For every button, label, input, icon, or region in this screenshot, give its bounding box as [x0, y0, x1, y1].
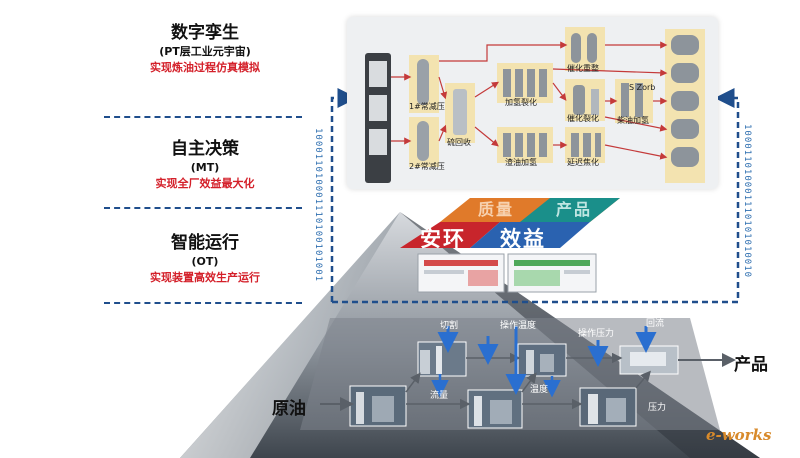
band-label-safety: 安环	[420, 227, 466, 251]
label-flow: 流量	[430, 391, 449, 401]
band-benefit	[470, 222, 590, 248]
label-reflux: 回流	[646, 319, 665, 329]
band-label-quality: 质量	[478, 200, 515, 219]
divider-line	[104, 302, 302, 304]
layer-smart-operation: 智能运行 (OT) 实现装置高效生产运行	[100, 232, 310, 286]
unit-label: 催化重整	[567, 64, 599, 73]
layer-goal: 实现全厂效益最大化	[155, 177, 255, 190]
divider-line	[104, 116, 302, 118]
label-cut: 切割	[440, 321, 459, 331]
label-op-temp: 操作温度	[500, 321, 537, 331]
unit-label: 2#常减压	[409, 162, 445, 171]
process-flow-panel: 1#常减压 2#常减压 加氢裂化 渣油加氢 催化重整 催化裂化 柴油加氢 延迟焦…	[347, 17, 718, 189]
flow-sheet	[365, 27, 705, 183]
binary-stream-right: 100011010001110101010010	[742, 124, 752, 279]
unit-label: 加氢裂化	[505, 98, 537, 107]
divider-line	[104, 207, 302, 209]
layer-subtitle: (PT层工业元宇宙)	[159, 45, 251, 58]
band-safety	[400, 222, 500, 248]
crude-oil-label: 原油	[272, 399, 306, 419]
layer-subtitle: (OT)	[191, 255, 219, 268]
layer-goal: 实现炼油过程仿真模拟	[150, 61, 260, 74]
unit-label: 延迟焦化	[567, 158, 599, 167]
band-product	[520, 198, 620, 222]
unit-label: S Zorb	[629, 83, 656, 92]
unit-label: 渣油加氢	[505, 158, 537, 167]
label-op-pressure: 操作压力	[578, 329, 615, 339]
binary-stream-left: 100011010001110100101001	[313, 128, 323, 283]
band-label-product: 产品	[556, 200, 593, 219]
unit-label: 柴油加氢	[617, 116, 649, 125]
watermark-logo: e-works	[706, 426, 772, 444]
label-pressure: 压力	[648, 403, 667, 413]
layer-title: 自主决策	[171, 139, 239, 159]
product-label: 产品	[734, 355, 768, 375]
layer-autonomous-decision: 自主决策 (MT) 实现全厂效益最大化	[100, 138, 310, 192]
loop-arrow-left	[330, 88, 358, 302]
unit-label: 硫回收	[447, 138, 471, 147]
unit-label: 催化裂化	[567, 114, 599, 123]
label-temp: 温度	[530, 385, 549, 395]
layer-title: 数字孪生	[171, 23, 239, 43]
unit-label: 1#常减压	[409, 102, 445, 111]
layer-goal: 实现装置高效生产运行	[150, 271, 260, 284]
band-label-benefit: 效益	[500, 227, 546, 251]
layer-digital-twin: 数字孪生 (PT层工业元宇宙) 实现炼油过程仿真模拟	[100, 22, 310, 76]
loop-arrow-right	[332, 88, 740, 304]
layer-subtitle: (MT)	[190, 161, 220, 174]
layer-title: 智能运行	[171, 233, 239, 253]
